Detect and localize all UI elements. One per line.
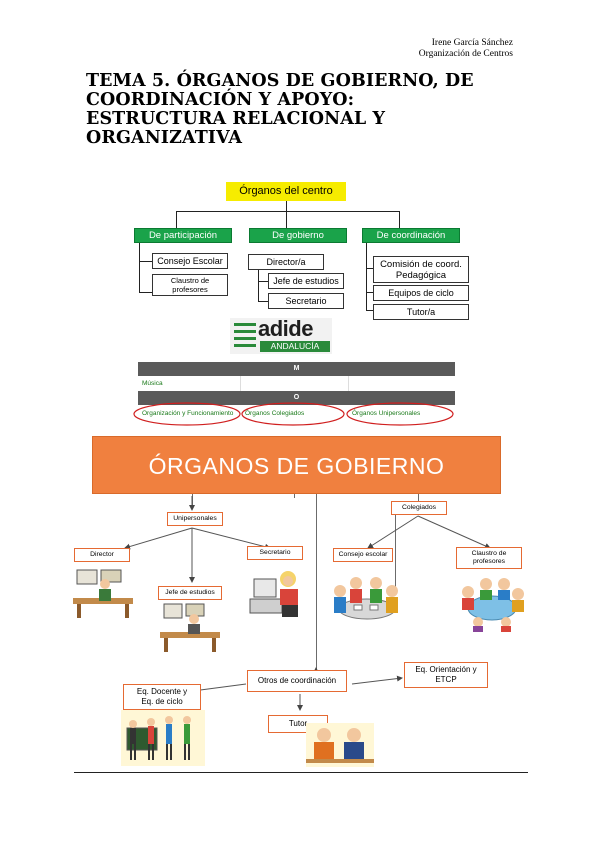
node-comision: Comisión de coord. Pedagógica <box>373 256 469 283</box>
claustro-line-2: profesores <box>472 558 506 565</box>
connector <box>316 494 317 672</box>
connector <box>294 494 295 498</box>
node-tutor: Tutor/a <box>373 304 469 320</box>
connector <box>286 201 287 212</box>
link-unipersonales[interactable]: Órganos Unipersonales <box>352 410 421 417</box>
chart2-connectors <box>124 496 491 711</box>
logo-subtext: ANDALUCÍA <box>260 341 330 352</box>
box-unipersonales: Unipersonales <box>167 512 223 526</box>
logo-stripe <box>234 344 256 347</box>
box-consejo-escolar: Consejo escolar <box>333 548 393 562</box>
jefe-estudios-illustration <box>160 603 220 652</box>
title-line-3: ESTRUCTURA RELACIONAL Y <box>86 109 386 129</box>
circle-highlight <box>346 402 454 426</box>
connector <box>399 211 400 228</box>
box-claustro: Claustro de profesores <box>456 547 522 569</box>
logo-stripe <box>234 323 256 326</box>
node-director: Director/a <box>248 254 324 270</box>
connector <box>366 310 373 311</box>
table-header-o: O <box>138 391 455 405</box>
connector <box>366 268 373 269</box>
link-musica[interactable]: Música <box>142 380 163 387</box>
box-colegiados: Colegiados <box>391 501 447 515</box>
docente-line-2: Eq. de ciclo <box>141 697 183 706</box>
docente-line-1: Eq. Docente y <box>136 687 188 696</box>
connector <box>139 243 140 293</box>
connector <box>418 494 419 502</box>
node-claustro: Claustro de profesores <box>152 274 228 296</box>
bottom-divider <box>74 772 528 773</box>
circle-highlight <box>241 402 345 426</box>
chart2-title-box: ÓRGANOS DE GOBIERNO <box>92 436 501 494</box>
connector <box>366 243 367 311</box>
connector <box>366 292 373 293</box>
branch-participacion: De participación <box>134 228 232 243</box>
connector <box>139 292 152 293</box>
table-row <box>138 405 455 422</box>
connector <box>176 211 400 212</box>
adide-logo: adide ANDALUCÍA <box>230 316 332 354</box>
connector <box>139 261 152 262</box>
author-name: Irene García Sánchez <box>431 38 513 48</box>
connector <box>286 211 287 228</box>
divider <box>240 376 241 391</box>
equipo-docente-illustration <box>121 710 205 766</box>
box-secretario: Secretario <box>247 546 303 560</box>
box-orientacion: Eq. Orientación y ETCP <box>404 662 488 688</box>
divider <box>348 376 349 391</box>
box-director: Director <box>74 548 130 562</box>
node-equipos-ciclo: Equipos de ciclo <box>373 285 469 301</box>
connector <box>258 281 268 282</box>
tutor-illustration <box>306 723 374 767</box>
table-row <box>138 376 455 391</box>
chart2-title: ÓRGANOS DE GOBIERNO <box>148 453 445 479</box>
node-consejo-escolar: Consejo Escolar <box>152 253 228 269</box>
connector <box>395 514 396 592</box>
claustro-line-1: Claustro de <box>471 550 507 557</box>
node-secretario: Secretario <box>268 293 344 309</box>
chart1-root: Órganos del centro <box>226 182 346 201</box>
link-colegiados[interactable]: Órganos Colegiados <box>245 410 305 417</box>
title-line-2: COORDINACIÓN Y APOYO: <box>86 90 355 110</box>
box-eq-docente: Eq. Docente y Eq. de ciclo <box>123 684 201 710</box>
connector <box>258 270 259 302</box>
consejo-escolar-illustration <box>334 577 398 620</box>
table-header-m: M <box>138 362 455 376</box>
box-jefe-estudios: Jefe de estudios <box>158 586 222 600</box>
title-line-4: ORGANIZATIVA <box>86 128 243 148</box>
claustro-illustration <box>462 578 524 632</box>
logo-stripe <box>234 330 256 333</box>
connector <box>176 211 177 228</box>
logo-stripe <box>234 337 256 340</box>
connector <box>258 301 268 302</box>
course-name: Organización de Centros <box>418 49 513 59</box>
orientacion-line-2: ETCP <box>435 675 457 684</box>
page-title: TEMA 5. ÓRGANOS DE GOBIERNO, DE COORDINA… <box>86 72 526 148</box>
highlight-circles <box>133 402 454 426</box>
director-illustration <box>73 569 133 618</box>
box-otros-coordinacion: Otros de coordinación <box>247 670 347 692</box>
node-jefe-estudios: Jefe de estudios <box>268 273 344 289</box>
secretario-illustration <box>249 571 298 617</box>
branch-gobierno: De gobierno <box>249 228 347 243</box>
circle-highlight <box>133 402 241 426</box>
branch-coordinacion: De coordinación <box>362 228 460 243</box>
link-organizacion[interactable]: Organización y Funcionamiento <box>142 410 234 417</box>
logo-text: adide <box>258 316 313 341</box>
orientacion-line-1: Eq. Orientación y <box>415 665 477 674</box>
title-line-1: TEMA 5. ÓRGANOS DE GOBIERNO, DE <box>86 71 474 91</box>
